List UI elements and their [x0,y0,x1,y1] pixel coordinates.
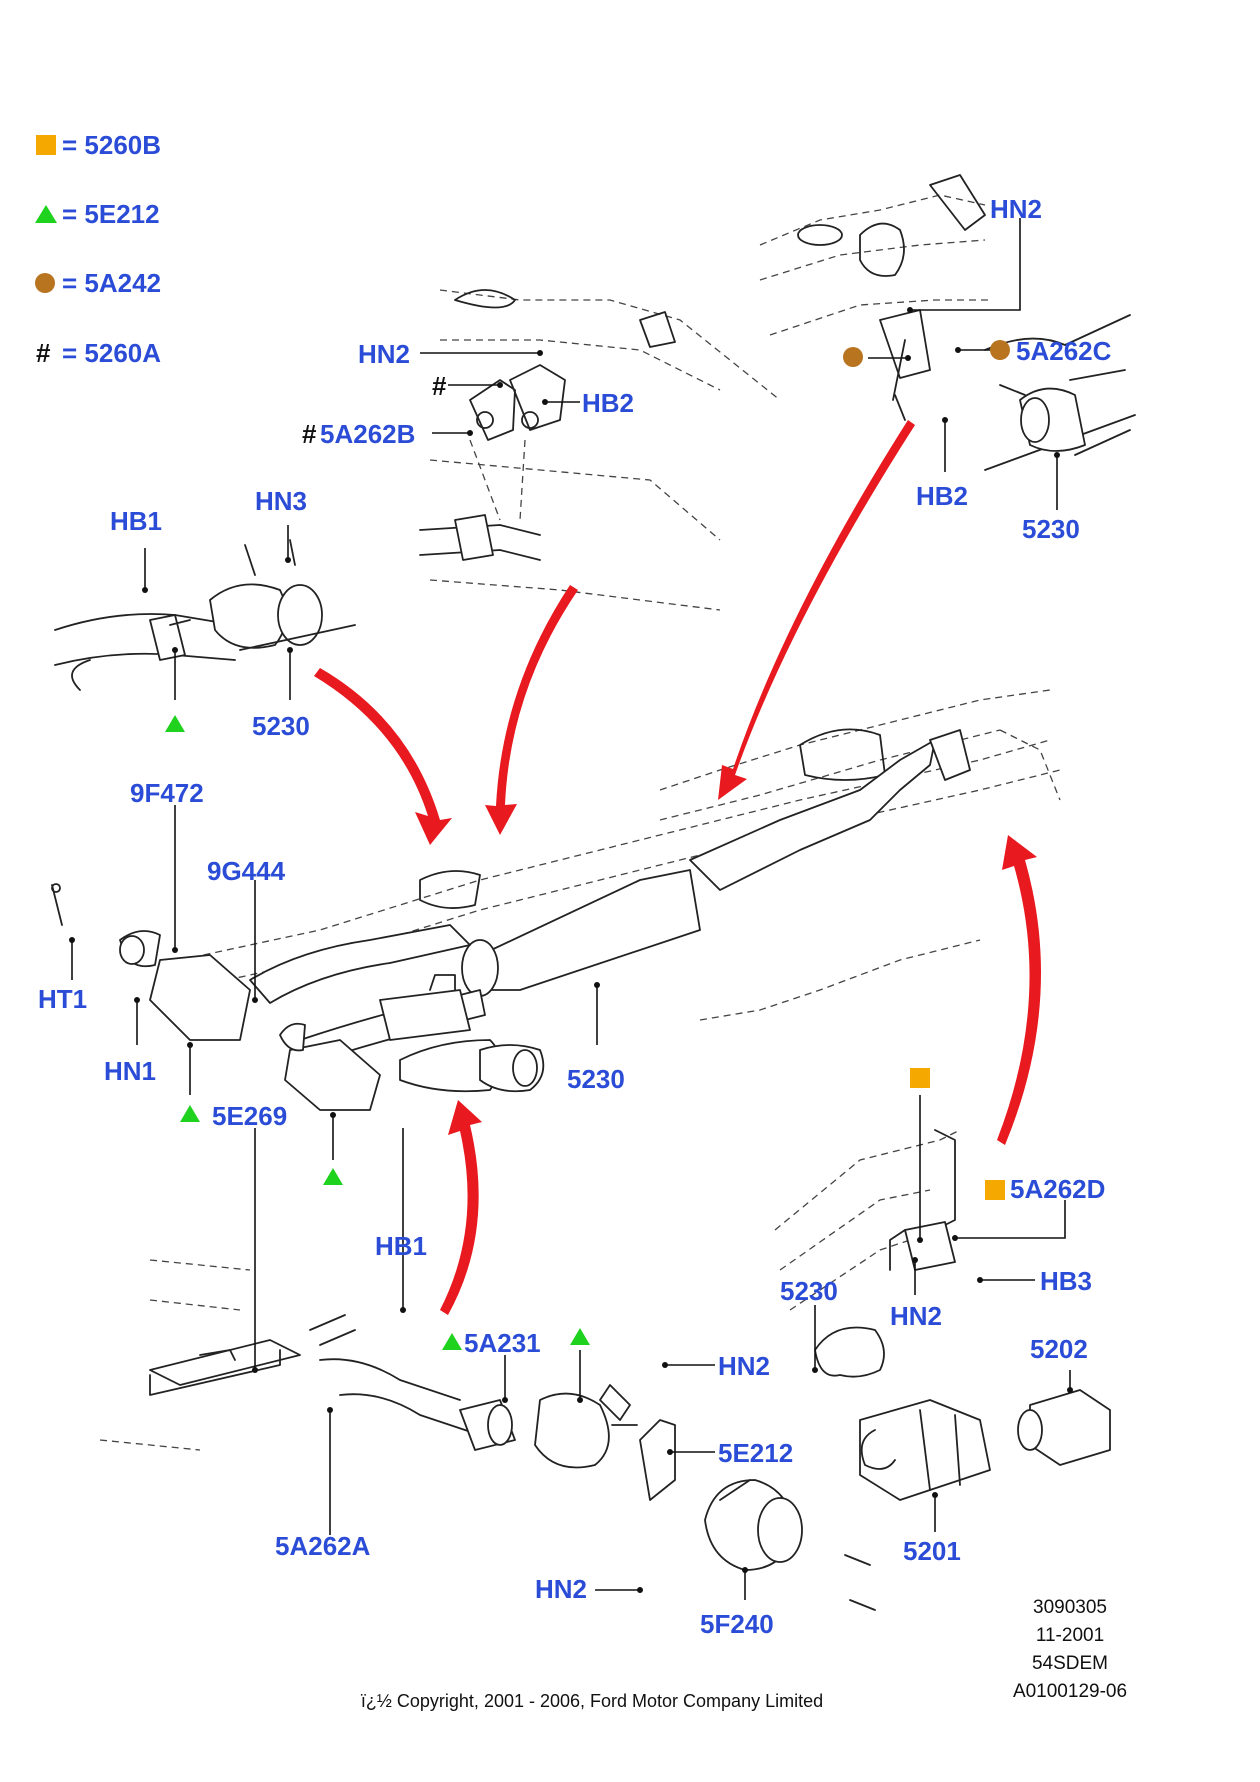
label-5202: 5202 [1030,1334,1088,1364]
red-arrow-top-right [718,420,915,800]
label-9g444: 9G444 [207,856,286,886]
detail-top-middle: HN2 # HB2 # 5A262B [302,289,781,611]
label-hash: # [432,371,447,401]
label-5a262a: 5A262A [275,1531,371,1561]
reference-line: A0100129-06 [1013,1681,1127,1702]
legend: = 5260B = 5E212 = 5A242 # = 5260A [35,130,161,368]
detail-top-right: HN2 5A262C HB2 5230 [759,174,1136,544]
label-hn1: HN1 [104,1056,156,1086]
legend-circle-symbol [35,273,55,293]
label-5a262c: 5A262C [1016,336,1112,366]
legend-circle-text: = 5A242 [62,268,161,298]
red-arrow-top-middle [485,585,578,835]
legend-hash-symbol: # [36,338,51,368]
label-hn2: HN2 [990,194,1042,224]
label-5f240: 5F240 [700,1609,774,1639]
reference-block: 3090305 11-2001 54SDEM A0100129-06 [1013,1597,1127,1702]
5e212-triangle-marker [180,1105,200,1122]
detail-left: HB1 HN3 5230 [54,486,356,741]
label-5e212: 5E212 [718,1438,793,1468]
label-5a262b: 5A262B [320,419,415,449]
red-arrows [314,420,1041,1315]
legend-square-symbol [36,135,56,155]
label-5230: 5230 [1022,514,1080,544]
detail-bottom-left: 5E269 HB1 5A231 HN2 5E212 5A262A HN2 5F2… [99,1101,803,1639]
label-hn3: HN3 [255,486,307,516]
label-hb2: HB2 [916,481,968,511]
red-arrow-bottom-right [997,835,1041,1145]
label-hn2: HN2 [535,1574,587,1604]
label-5230: 5230 [780,1276,838,1306]
label-ht1: HT1 [38,984,87,1014]
label-hb1: HB1 [375,1231,427,1261]
5260b-square-marker [910,1068,930,1088]
label-5201: 5201 [903,1536,961,1566]
label-hn2: HN2 [890,1301,942,1331]
red-arrow-left [314,668,452,845]
5e212-triangle-marker [570,1328,590,1345]
5e212-triangle-marker [323,1168,343,1185]
5a242-circle-marker [990,340,1010,360]
label-hb2: HB2 [582,388,634,418]
reference-line: 3090305 [1033,1597,1107,1618]
reference-line: 11-2001 [1036,1625,1104,1646]
label-5230: 5230 [567,1064,625,1094]
label-5a262d: 5A262D [1010,1174,1105,1204]
label-hash: # [302,419,317,449]
label-5a231: 5A231 [464,1328,541,1358]
copyright-text: ï¿½ Copyright, 2001 - 2006, Ford Motor C… [361,1691,823,1711]
5a242-circle-marker [843,347,863,367]
label-hn2: HN2 [718,1351,770,1381]
reference-line: 54SDEM [1032,1653,1108,1674]
label-9f472: 9F472 [130,778,204,808]
5260b-square-marker [985,1180,1005,1200]
5e212-triangle-marker [442,1333,462,1350]
legend-triangle-text: = 5E212 [62,199,160,229]
label-hb1: HB1 [110,506,162,536]
5e212-triangle-marker [165,715,185,732]
legend-triangle-symbol [35,205,57,223]
label-hn2: HN2 [358,339,410,369]
label-5230: 5230 [252,711,310,741]
label-hb3: HB3 [1040,1266,1092,1296]
legend-square-text: = 5260B [62,130,161,160]
red-arrow-bottom-left [440,1100,482,1315]
legend-hash-text: = 5260A [62,338,161,368]
label-5e269: 5E269 [212,1101,287,1131]
main-assembly: 9F472 9G444 HT1 HN1 5230 [38,689,1061,1185]
detail-bottom-right: 5A262D HB3 HN2 5230 5202 5201 [774,1068,1111,1611]
